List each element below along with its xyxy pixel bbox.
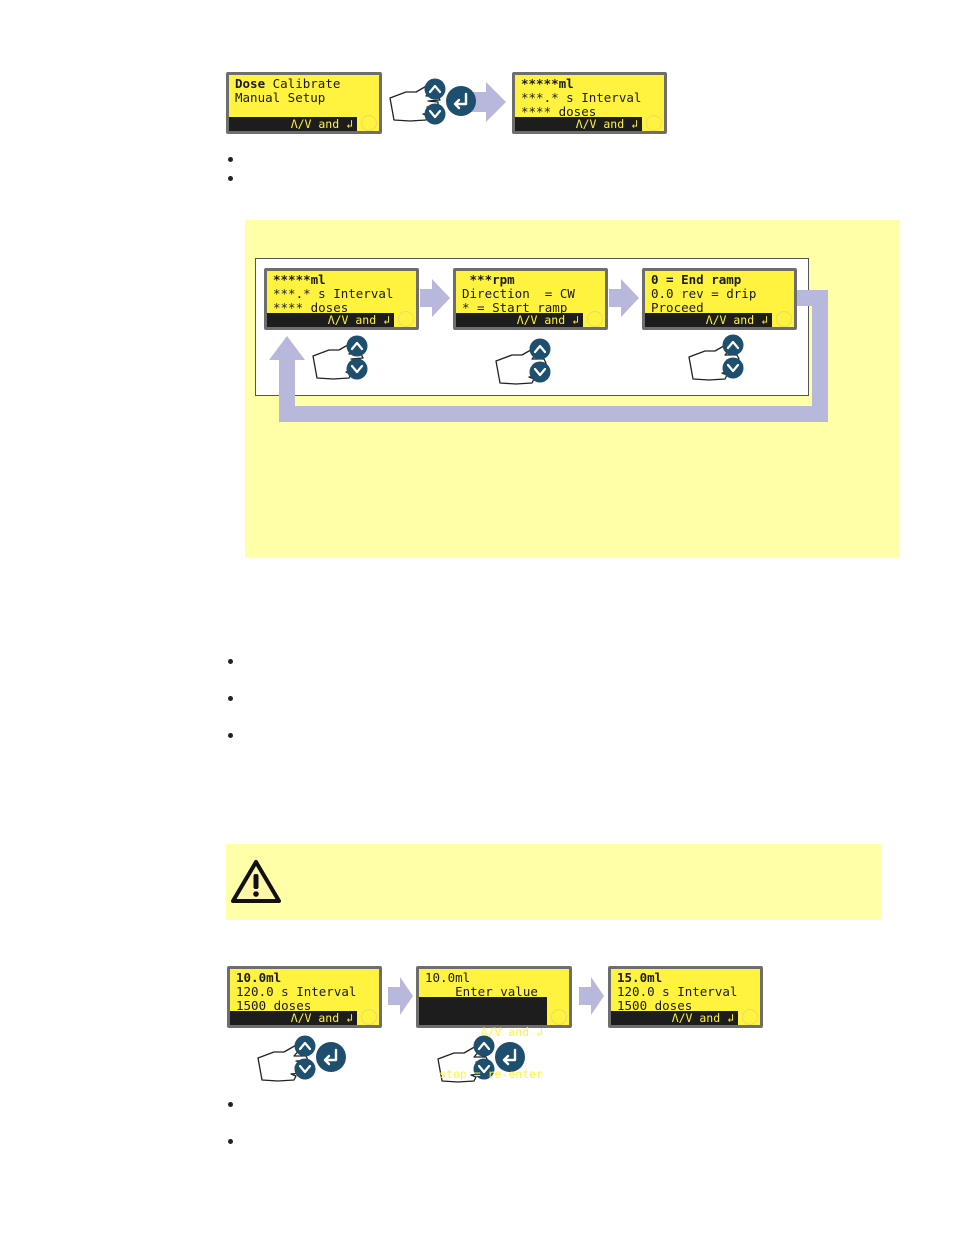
lcd-hint-bar: Λ/V and ↲ — [456, 313, 583, 327]
dose-count-line: 1500 doses — [236, 998, 312, 1013]
lcd-screen-dose-updated: 15.0ml 120.0 s Interval 1500 doses Λ/V a… — [608, 966, 763, 1028]
knob-icon — [742, 1009, 758, 1025]
caution-panel — [226, 844, 881, 920]
enter-button-icon — [444, 84, 478, 118]
arrow-right-icon — [470, 82, 506, 122]
arrow-right-icon — [579, 977, 604, 1015]
dose-volume-line: *****ml — [521, 76, 574, 91]
dose-volume-line: *****ml — [273, 272, 326, 287]
up-button-icon — [423, 77, 447, 101]
lcd-hint-bar: Λ/V and ↲ — [230, 1011, 357, 1025]
menu-item-calibrate: Calibrate — [265, 76, 341, 91]
lcd-screen-dose-settings: *****ml ***.* s Interval **** doses Λ/V … — [512, 72, 667, 134]
bullet-marker — [228, 157, 233, 162]
dose-volume-line: 15.0ml — [617, 970, 663, 985]
dose-volume-line: 10.0ml — [236, 970, 282, 985]
up-button-icon — [528, 337, 552, 361]
arrow-right-icon — [609, 279, 639, 317]
bullet-marker — [228, 1139, 233, 1144]
bullet-marker — [228, 1102, 233, 1107]
start-ramp-line: * = Start ramp — [462, 300, 568, 315]
knob-icon — [646, 115, 662, 131]
down-button-icon — [528, 360, 552, 384]
lcd-screen-rpm: ***rpm Direction = CW * = Start ramp Λ/V… — [453, 268, 608, 330]
arrow-right-icon — [420, 279, 450, 317]
proceed-line: Proceed — [651, 300, 704, 315]
dose-interval-line: 120.0 s Interval — [617, 984, 738, 999]
enter-button-icon — [314, 1040, 348, 1074]
dose-interval-line: 120.0 s Interval — [236, 984, 357, 999]
bullet-marker — [228, 176, 233, 181]
knob-icon — [776, 311, 792, 327]
lcd-screen-main-menu: Dose Calibrate Manual Setup Λ/V and ↲ — [226, 72, 382, 134]
bullet-marker — [228, 659, 233, 664]
lcd-screen-dose-values: 10.0ml 120.0 s Interval 1500 doses Λ/V a… — [227, 966, 382, 1028]
knob-icon — [361, 115, 377, 131]
up-button-icon — [345, 334, 369, 358]
arrow-right-icon — [388, 977, 413, 1015]
dose-count-line: 1500 doses — [617, 998, 693, 1013]
enter-value-line: Enter value — [425, 984, 538, 999]
rpm-line: ***rpm — [462, 272, 515, 287]
knob-icon — [361, 1009, 377, 1025]
down-button-icon — [345, 357, 369, 381]
down-button-icon — [293, 1057, 317, 1081]
knob-icon — [398, 311, 414, 327]
knob-icon — [587, 311, 603, 327]
down-button-icon — [423, 102, 447, 126]
lcd-hint-bar: Λ/V and ↲ stop = re-enter — [419, 997, 547, 1081]
menu-line-2: Manual Setup — [235, 90, 326, 105]
down-button-icon — [721, 356, 745, 380]
drip-line: 0.0 rev = drip — [651, 286, 757, 301]
dose-interval-line: ***.* s Interval — [273, 286, 394, 301]
lcd-hint-bar: Λ/V and ↲ — [515, 117, 642, 131]
dose-interval-line: ***.* s Interval — [521, 90, 642, 105]
lcd-screen-ramp: 0 = End ramp 0.0 rev = drip Proceed Λ/V … — [642, 268, 797, 330]
lcd-screen-dose: *****ml ***.* s Interval **** doses Λ/V … — [264, 268, 419, 330]
up-button-icon — [721, 333, 745, 357]
hint-line-2: stop = re-enter — [439, 1067, 543, 1081]
bullet-marker — [228, 733, 233, 738]
direction-line: Direction = CW — [462, 286, 575, 301]
dose-count-line: **** doses — [273, 300, 349, 315]
warning-triangle-icon — [231, 860, 281, 903]
dose-count-line: **** doses — [521, 104, 597, 119]
dose-volume-line: 10.0ml — [425, 970, 471, 985]
bullet-marker — [228, 696, 233, 701]
menu-item-dose: Dose — [235, 76, 266, 91]
lcd-hint-bar: Λ/V and ↲ — [267, 313, 394, 327]
end-ramp-line: 0 = End ramp — [651, 272, 742, 287]
loop-back-arrow — [279, 290, 828, 422]
hint-line-1: Λ/V and ↲ — [480, 1025, 543, 1039]
arrow-up-icon — [269, 336, 305, 360]
lcd-screen-enter-value: 10.0ml Enter value Λ/V and ↲ stop = re-e… — [416, 966, 572, 1081]
lcd-hint-bar: Λ/V and ↲ — [229, 117, 357, 131]
lcd-hint-bar: Λ/V and ↲ — [645, 313, 772, 327]
up-button-icon — [293, 1034, 317, 1058]
lcd-hint-bar: Λ/V and ↲ — [611, 1011, 738, 1025]
knob-icon — [551, 1009, 567, 1025]
